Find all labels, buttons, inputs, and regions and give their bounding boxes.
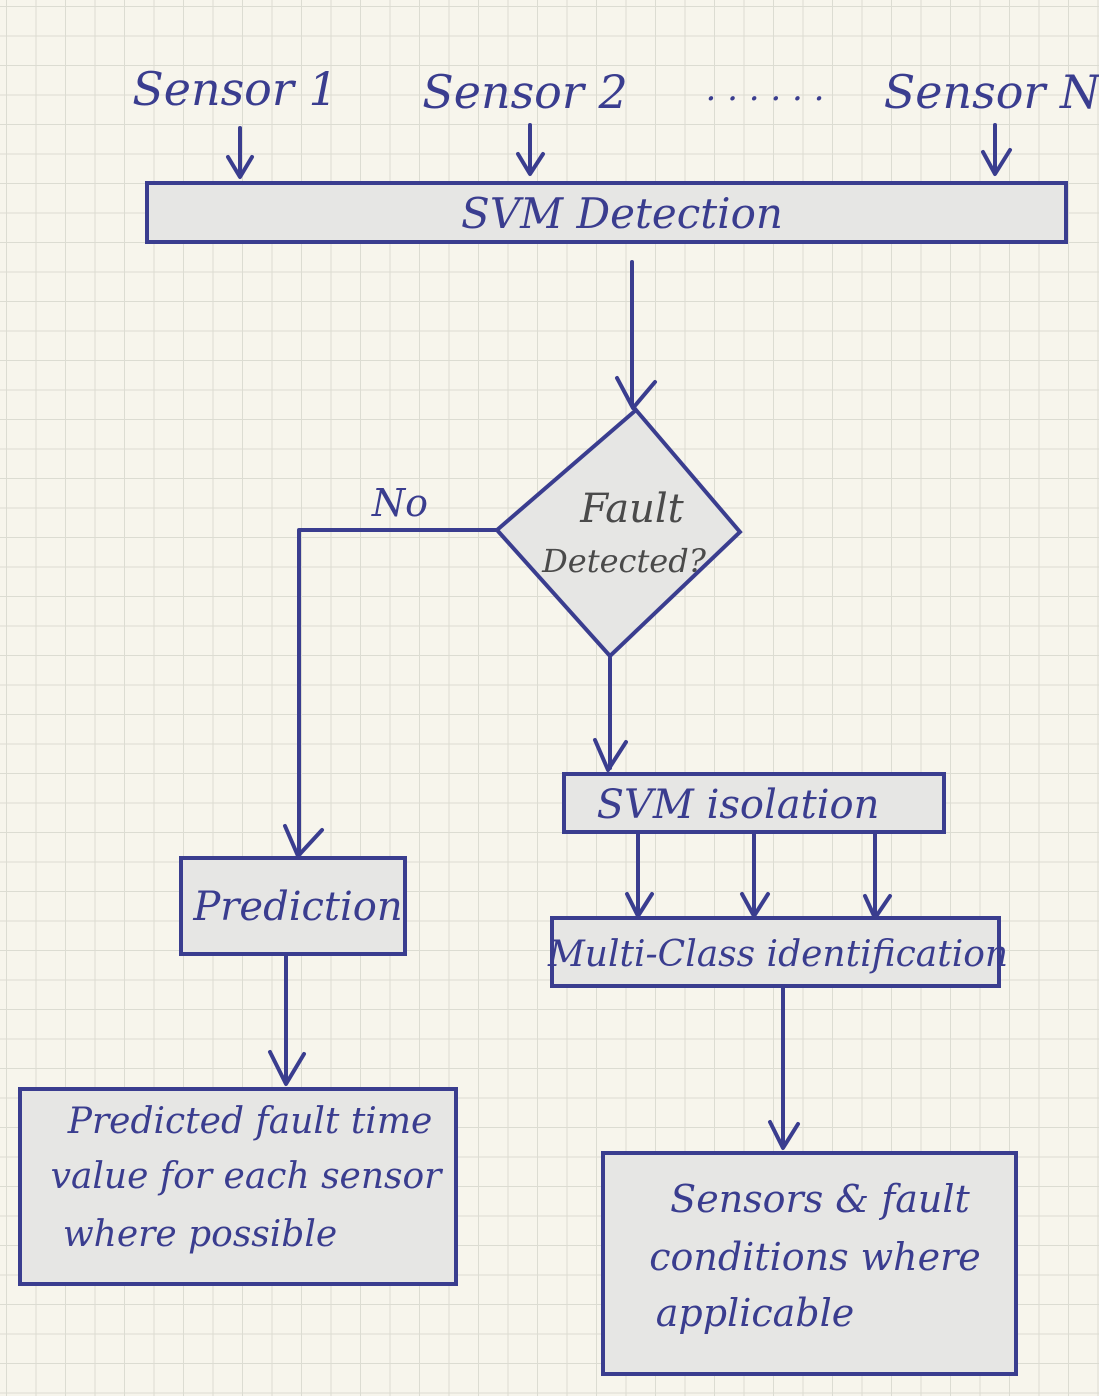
prediction-label: Prediction bbox=[192, 884, 402, 930]
sensor-2-label: Sensor 2 bbox=[422, 65, 628, 119]
no-branch-label: No bbox=[371, 481, 428, 525]
sensors-line-1: Sensors & fault bbox=[670, 1177, 970, 1221]
svm-detection-node: SVM Detection bbox=[145, 181, 1068, 244]
svm-isolation-node: SVM isolation bbox=[562, 772, 946, 834]
sensor-ellipsis: . . . . . . bbox=[706, 69, 825, 109]
prediction-to-output-arrow bbox=[268, 954, 306, 1086]
multiclass-to-output-arrow bbox=[768, 986, 800, 1150]
decision-label-line1: Fault bbox=[579, 486, 684, 532]
sensors-line-3: applicable bbox=[656, 1291, 855, 1335]
predicted-line-2: value for each sensor bbox=[51, 1156, 444, 1197]
no-branch-arrow bbox=[283, 528, 499, 858]
fault-detected-decision: Fault Detected? bbox=[494, 407, 743, 659]
svm-detection-label: SVM Detection bbox=[461, 189, 783, 238]
sensors-fault-conditions-node: Sensors & fault conditions where applica… bbox=[601, 1151, 1018, 1376]
svm-isolation-label: SVM isolation bbox=[597, 782, 880, 828]
predicted-fault-time-node: Predicted fault time value for each sens… bbox=[18, 1087, 458, 1286]
sensor-1-label: Sensor 1 bbox=[132, 62, 338, 116]
decision-to-isolation-arrow bbox=[593, 656, 628, 772]
sensor-2-arrow bbox=[516, 123, 545, 176]
sensors-line-2: conditions where bbox=[649, 1235, 981, 1279]
prediction-node: Prediction bbox=[179, 856, 407, 956]
predicted-line-3: where possible bbox=[63, 1214, 337, 1255]
sensor-n-label: Sensor N bbox=[884, 65, 1099, 119]
sensor-n-arrow bbox=[981, 123, 1012, 176]
detection-to-decision-arrow bbox=[615, 260, 657, 410]
multi-class-node: Multi-Class identification bbox=[547, 916, 1008, 988]
predicted-line-1: Predicted fault time bbox=[67, 1101, 433, 1142]
isolation-to-multiclass-arrows bbox=[625, 832, 892, 920]
decision-label-line2: Detected? bbox=[541, 542, 707, 580]
sensor-1-arrow bbox=[226, 126, 254, 179]
multi-class-label: Multi-Class identification bbox=[547, 934, 1008, 975]
